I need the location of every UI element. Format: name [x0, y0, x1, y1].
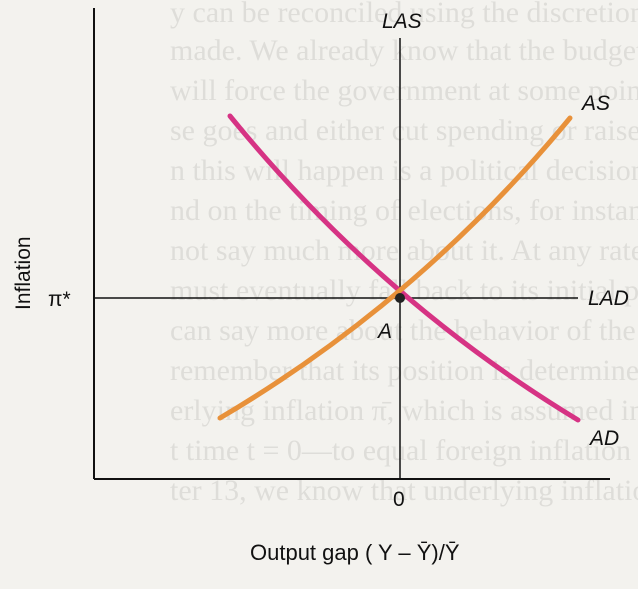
las-label: LAS [382, 10, 422, 33]
pi-star-label: π* [48, 288, 71, 311]
x-axis-label: Output gap ( Y – Ȳ)/Ȳ [250, 540, 460, 565]
lad-label: LAD [588, 287, 629, 310]
as-curve [217, 115, 573, 421]
zero-tick-label: 0 [393, 488, 405, 511]
y-axis-label: Inflation [12, 236, 35, 310]
point-a-label: A [376, 320, 392, 343]
ad-label: AD [588, 427, 619, 450]
equilibrium-point [395, 293, 405, 303]
ad-curve [227, 113, 581, 423]
as-label: AS [580, 92, 610, 115]
